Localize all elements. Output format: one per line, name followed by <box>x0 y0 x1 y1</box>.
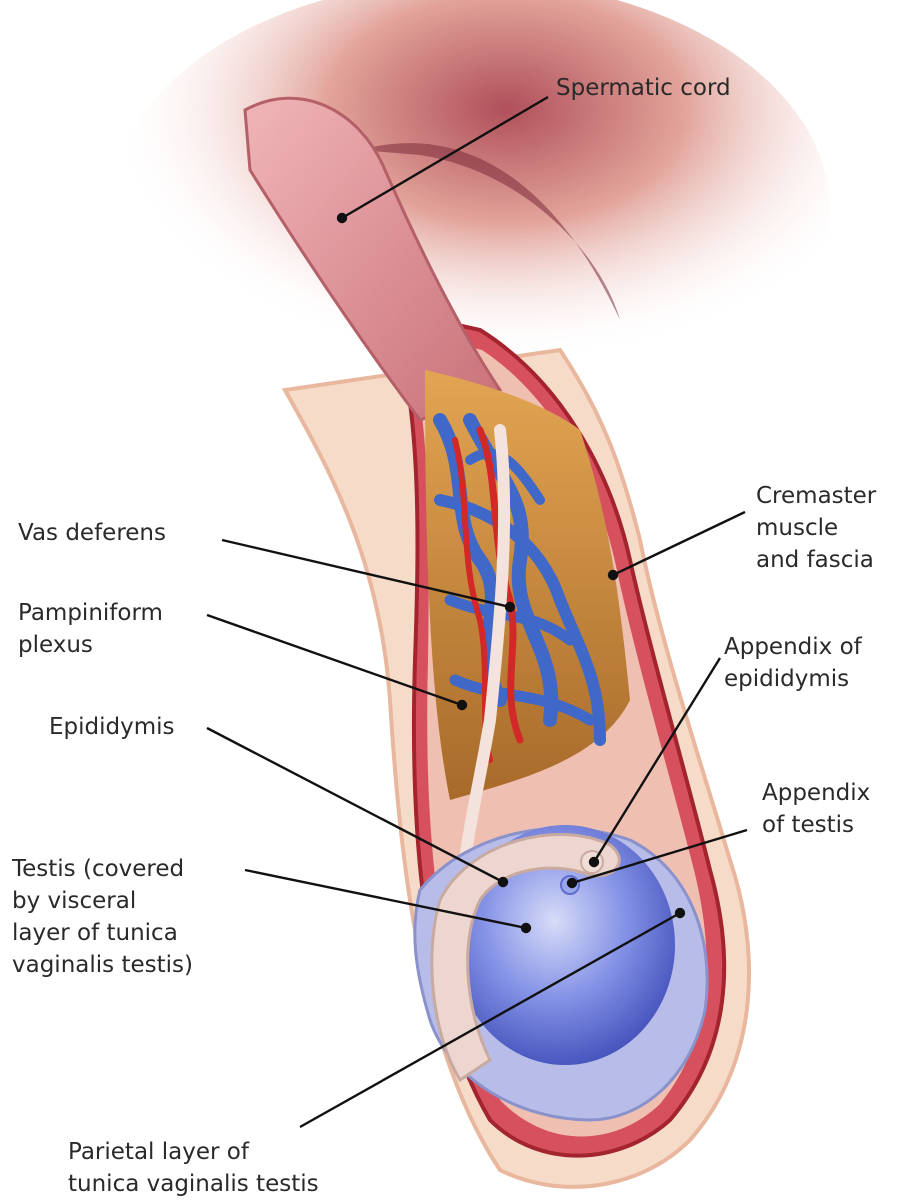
dot-pampiniform <box>458 701 466 709</box>
label-vas-deferens: Vas deferens <box>18 517 166 549</box>
dot-vas-deferens <box>506 603 514 611</box>
label-line: plexus <box>18 629 163 661</box>
label-line: by visceral <box>12 885 193 917</box>
label-line: Appendix of <box>724 631 862 663</box>
label-appendix-epididymis: Appendix of epididymis <box>724 631 862 695</box>
label-line: Spermatic cord <box>556 72 731 104</box>
label-line: tunica vaginalis testis <box>68 1168 319 1200</box>
label-line: Testis (covered <box>12 853 193 885</box>
label-pampiniform: Pampiniform plexus <box>18 597 163 661</box>
label-line: vaginalis testis) <box>12 949 193 981</box>
label-line: Cremaster <box>756 480 876 512</box>
label-line: Epididymis <box>49 711 175 743</box>
label-line: muscle <box>756 512 876 544</box>
label-line: layer of tunica <box>12 917 193 949</box>
dot-cremaster <box>609 571 617 579</box>
label-epididymis: Epididymis <box>49 711 175 743</box>
label-line: Parietal layer of <box>68 1136 319 1168</box>
label-line: and fascia <box>756 544 876 576</box>
dot-epididymis <box>499 878 507 886</box>
label-appendix-testis: Appendix of testis <box>762 777 870 841</box>
label-line: Pampiniform <box>18 597 163 629</box>
label-line: epididymis <box>724 663 862 695</box>
label-line: Appendix <box>762 777 870 809</box>
label-line: Vas deferens <box>18 517 166 549</box>
dot-testis <box>522 924 530 932</box>
label-parietal: Parietal layer of tunica vaginalis testi… <box>68 1136 319 1200</box>
label-cremaster: Cremaster muscle and fascia <box>756 480 876 576</box>
dot-parietal <box>676 909 684 917</box>
dot-appendix-testis <box>568 879 576 887</box>
label-line: of testis <box>762 809 870 841</box>
dot-appendix-epididymis <box>590 858 598 866</box>
label-testis: Testis (covered by visceral layer of tun… <box>12 853 193 981</box>
label-spermatic-cord: Spermatic cord <box>556 72 731 104</box>
dot-spermatic-cord <box>338 214 346 222</box>
